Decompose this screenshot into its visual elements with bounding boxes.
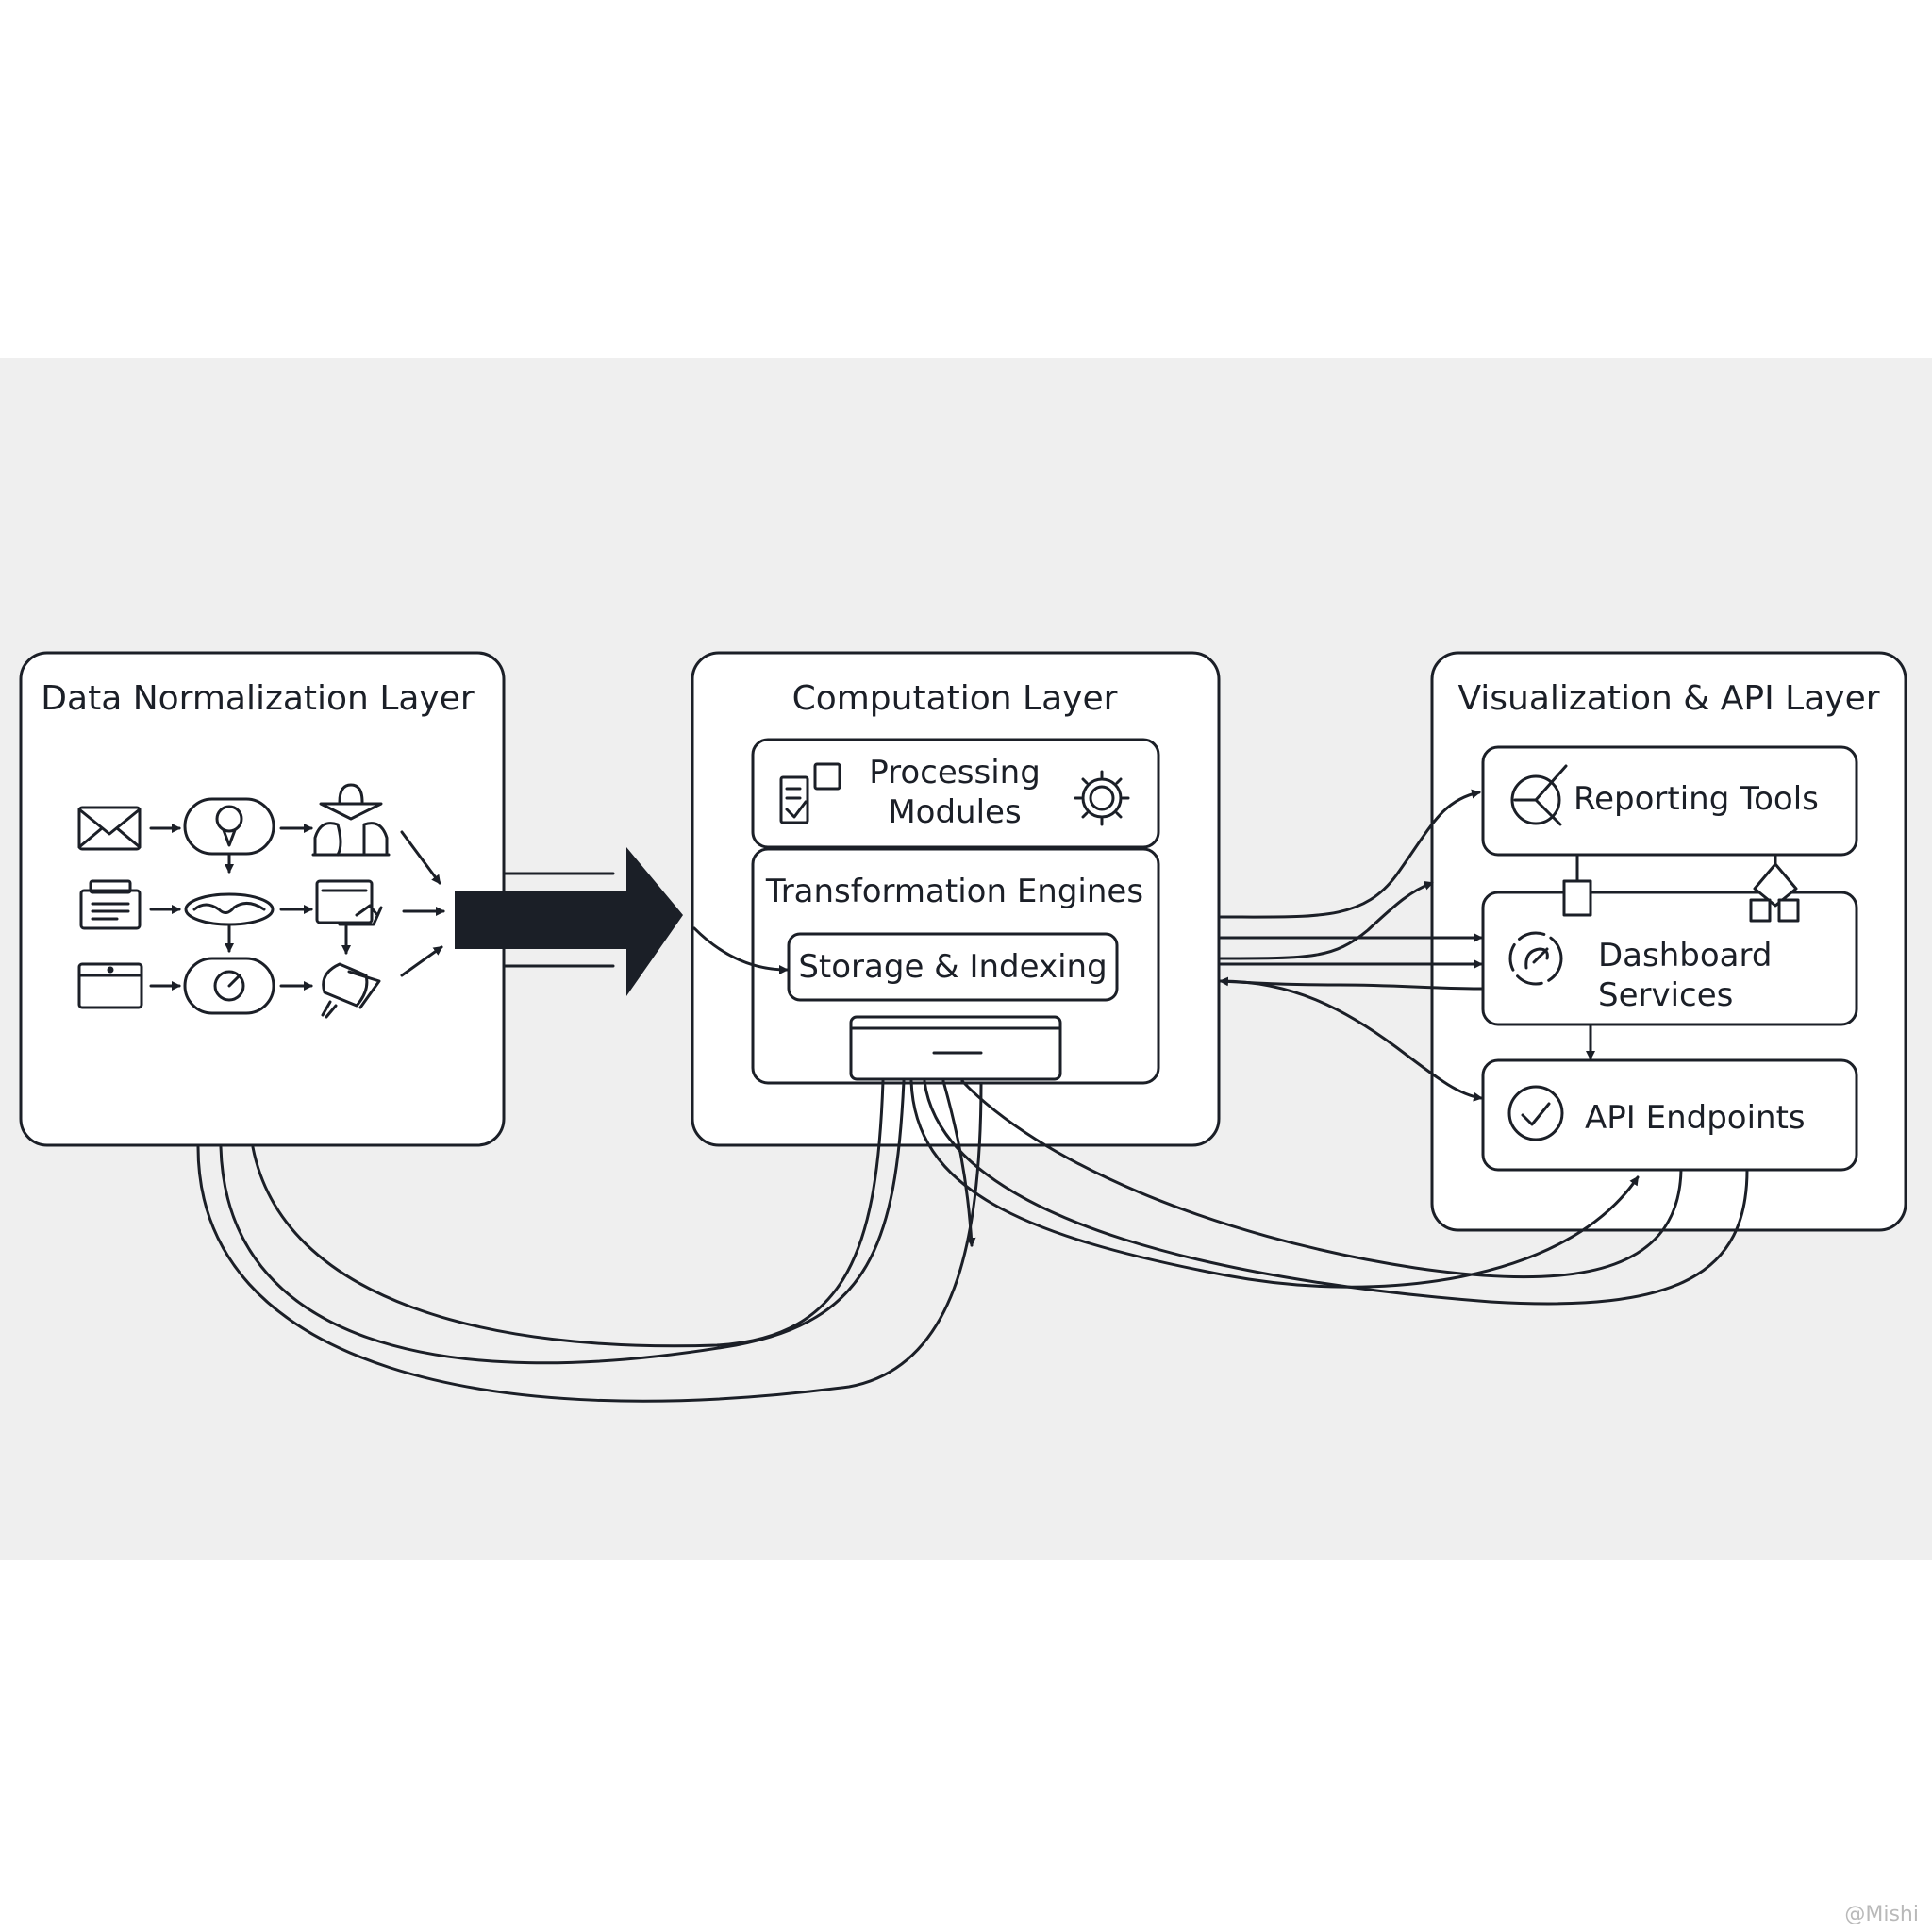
check-circle-icon <box>1507 1085 1564 1141</box>
visualization-layer-title: Visualization & API Layer <box>1457 679 1879 718</box>
storage-indexing-box <box>787 932 1119 1002</box>
tool-icon <box>321 962 381 1019</box>
feedback-curve <box>909 1079 1640 1289</box>
dashboard-services-label-line1: Dashboard <box>1598 937 1772 974</box>
hierarchy-icon <box>1749 853 1800 923</box>
processing-modules-label-line1: Processing <box>869 754 1041 791</box>
watermark: @Mishi <box>1844 1903 1919 1926</box>
feedback-curve <box>219 1079 906 1365</box>
storage-indexing-label: Storage & Indexing <box>798 948 1107 986</box>
api-endpoints-box <box>1481 1058 1858 1172</box>
reporting-tools-box <box>1481 745 1858 857</box>
flow-arrow <box>1219 979 1483 1102</box>
dashboard-services-box <box>1481 891 1858 1026</box>
chart-icon <box>1510 764 1568 826</box>
envelope-icon <box>77 806 142 851</box>
dashboard-icon <box>1508 931 1563 986</box>
feedback-curve <box>251 1079 885 1348</box>
flow-arrow <box>1219 881 1434 960</box>
server-unit <box>849 1015 1062 1081</box>
timer-icon <box>183 957 275 1015</box>
flow-arrow <box>400 830 441 885</box>
feedback-curve <box>196 1081 983 1403</box>
flow-arrow <box>400 945 443 977</box>
feedback-curve <box>941 1079 976 1247</box>
arrow-track-line <box>502 872 615 968</box>
api-endpoints-label: API Endpoints <box>1585 1099 1806 1137</box>
checklist-icon <box>779 762 841 824</box>
processing-modules-label-line2: Modules <box>888 793 1021 831</box>
normalization-layer-title: Data Normalization Layer <box>41 679 475 718</box>
connector-node <box>1562 879 1592 917</box>
gear-icon <box>1074 770 1130 826</box>
reporting-tools-label: Reporting Tools <box>1574 780 1819 818</box>
person-icon <box>311 783 391 857</box>
monitor-icon <box>315 879 383 926</box>
main-flow-arrow <box>455 847 683 996</box>
folder-icon <box>77 962 143 1009</box>
feedback-curve <box>960 1079 1683 1279</box>
flow-arrow <box>692 926 789 974</box>
feedback-curve <box>923 1079 1749 1306</box>
lens-icon <box>184 892 275 926</box>
dashboard-services-label-line2: Services <box>1598 976 1733 1014</box>
transformation-engines-label: Transformation Engines <box>765 873 1143 910</box>
processing-modules-box <box>751 738 1160 849</box>
flow-arrow <box>1219 789 1481 919</box>
printer-icon <box>79 879 142 930</box>
computation-layer-title: Computation Layer <box>792 679 1118 718</box>
